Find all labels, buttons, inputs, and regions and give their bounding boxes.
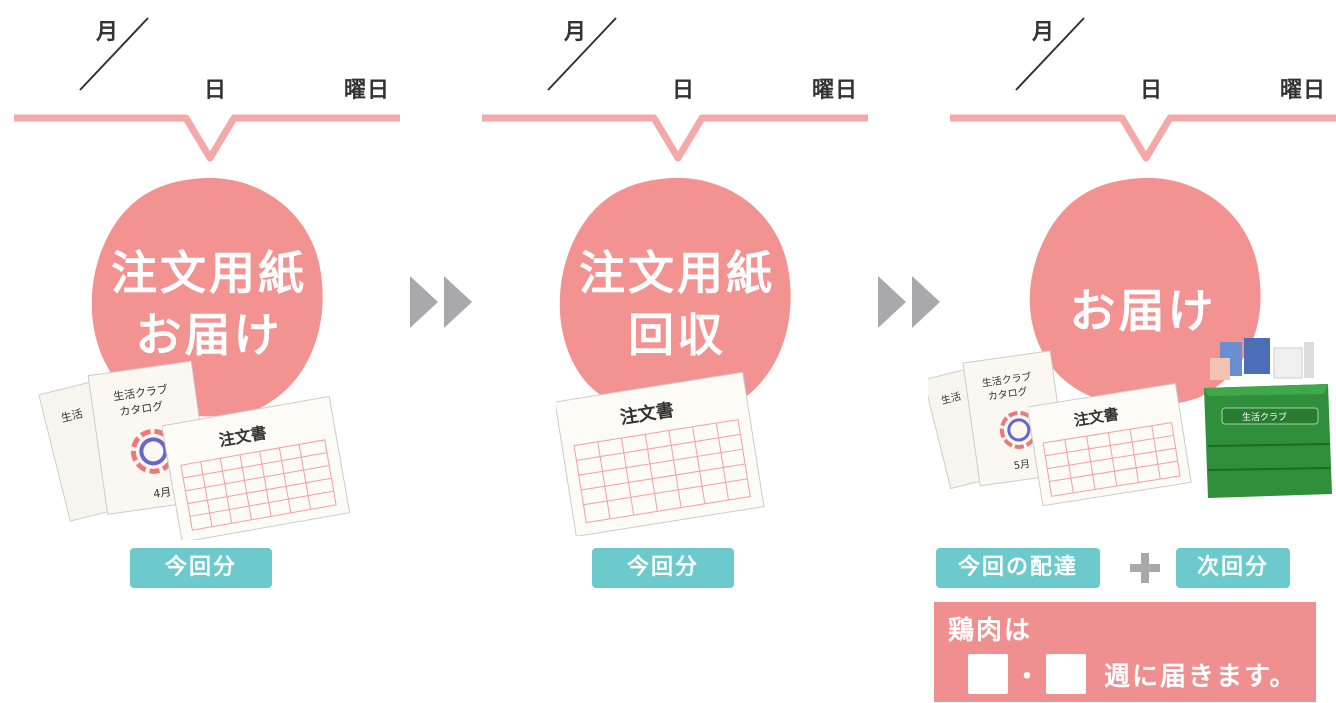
order-form-icon: 注文書 [1028,382,1192,507]
delivery-box-icon: 生活クラブ [1204,338,1332,498]
date-slash [79,17,149,91]
date-day-label: 日 [204,78,227,103]
circle-line-1: 注文用紙 [579,246,775,300]
badge-current-delivery: 今回の配達 [936,548,1100,588]
circle-line-2: お届け [135,308,283,362]
plus-icon [1130,553,1160,583]
catalog-title-2: カタログ [119,399,165,419]
play-arrows-icon [410,276,472,328]
box-label: 生活クラブ [1242,411,1287,423]
svg-text:生活: 生活 [59,406,84,425]
notice-separator: ・ [1014,661,1041,692]
bracket-line [14,114,400,162]
date-month-label: 月 [96,20,119,45]
circle-line-2: 回収 [628,308,726,362]
notice-line-1: 鶏肉は [948,616,1033,646]
step-circle [91,177,323,417]
step-circle-title: お届け [950,282,1336,340]
badge-this-time: 今回分 [130,548,272,588]
notice-text: 週に届きます。 [1104,661,1298,692]
badge-next-time: 次回分 [1176,548,1290,588]
bracket-line [950,114,1336,162]
date-day-label: 日 [672,78,695,103]
week-blank-box-1 [968,654,1008,694]
catalog-month: 5月 [1013,458,1031,472]
badge-this-time: 今回分 [592,548,734,588]
bracket-line [482,114,868,162]
circle-line-1: 注文用紙 [111,246,307,300]
date-slash [547,17,617,91]
step-circle-title: 注文用紙 お届け [14,244,404,364]
catalog-month: 4月 [152,485,172,500]
date-month-label: 月 [1032,20,1055,45]
step-circle [1029,177,1261,407]
date-month-label: 月 [564,20,587,45]
chicken-notice: 鶏肉は ・ 週に届きます。 [934,602,1316,702]
date-slash [1015,17,1085,91]
date-day-label: 日 [1140,78,1163,103]
step-column-3: 月 日 曜日 お届け 生活 生活クラブ カタログ 5月 注文書 [928,0,1336,703]
step-column-1: 月 日 曜日 注文用紙 お届け 生活 生活クラブ カタログ 4月 注文書 [14,0,404,703]
date-weekday-label: 曜日 [812,78,859,103]
circle-line-1: お届け [1069,284,1217,338]
step-circle-title: 注文用紙 回収 [482,244,872,364]
order-form-icon: 注文書 [556,371,765,536]
step-circle [559,177,791,417]
notice-line-2: ・ 週に届きます。 [968,654,1297,694]
step-column-2: 月 日 曜日 注文用紙 回収 注文書 今回分 [482,0,872,703]
date-weekday-label: 曜日 [1280,78,1327,103]
date-weekday-label: 曜日 [344,78,391,103]
week-blank-box-2 [1046,654,1087,694]
play-arrows-icon [878,276,940,328]
order-form-icon: 注文書 [162,395,351,540]
